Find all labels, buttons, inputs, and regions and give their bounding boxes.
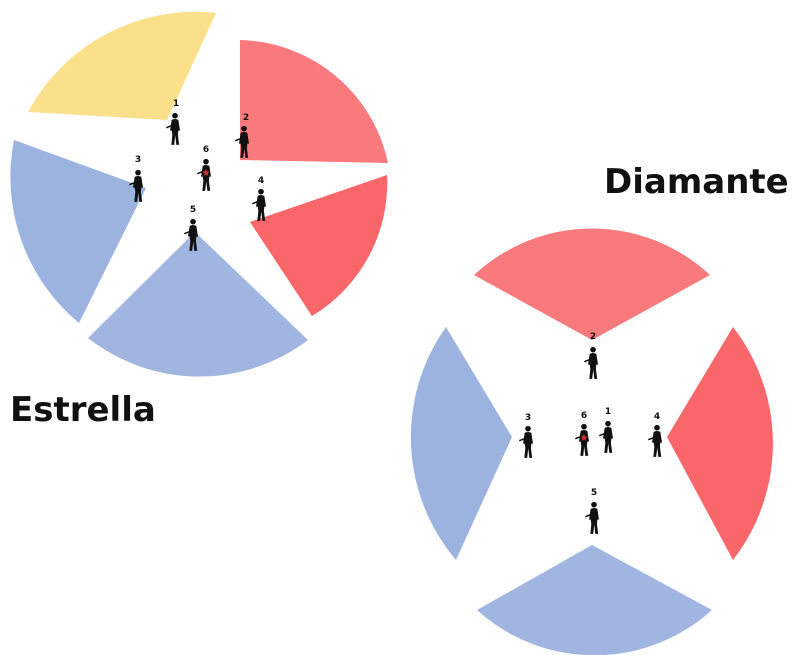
- unit-number: 2: [243, 113, 249, 123]
- unit-number: 5: [591, 488, 597, 498]
- estrella-title: Estrella: [10, 390, 156, 430]
- estrella-soldier-5: 5: [183, 205, 198, 251]
- unit-number: 5: [190, 205, 196, 215]
- estrella-soldier-3: 3: [128, 155, 143, 202]
- unit-number: 4: [258, 176, 264, 186]
- diamante-sector-left: [410, 327, 512, 560]
- estrella-soldier-4: 4: [251, 176, 266, 221]
- diamante-sector-bottom: [477, 545, 712, 655]
- estrella-sector-4: [10, 140, 147, 323]
- unit-number: 6: [581, 411, 587, 421]
- diamante-soldier-6: 6 ★: [574, 411, 589, 456]
- unit-number: 1: [605, 407, 611, 417]
- leader-star-icon: ★: [202, 168, 211, 179]
- diamante-soldier-1: 1: [598, 407, 613, 453]
- leader-star-icon: ★: [580, 433, 589, 444]
- estrella-soldier-2: 2: [234, 113, 249, 158]
- diamante-soldier-3: 3: [518, 413, 533, 458]
- unit-number: 4: [654, 412, 660, 422]
- estrella-sector-1: [28, 11, 216, 121]
- unit-number: 6: [203, 145, 209, 155]
- estrella-soldier-1: 1: [165, 99, 180, 145]
- diamante-soldier-5: 5: [584, 488, 599, 534]
- diamante-soldier-2: 2: [583, 332, 598, 379]
- estrella-sector-3: [250, 175, 388, 316]
- unit-number: 3: [135, 155, 141, 165]
- unit-number: 2: [590, 332, 596, 342]
- unit-number: 1: [173, 99, 179, 109]
- unit-number: 3: [525, 413, 531, 423]
- diamante-sector-right: [667, 327, 773, 560]
- estrella-sector-2: [240, 40, 388, 163]
- diamante-sector-top: [474, 228, 710, 340]
- estrella-soldier-6: 6 ★: [196, 145, 211, 191]
- diamante-soldier-4: 4: [647, 412, 662, 457]
- estrella-sector-5: [88, 232, 308, 377]
- diamante-title: Diamante: [604, 162, 789, 202]
- diamante-formation: 2 3 6 ★ 1 4 5: [410, 228, 773, 655]
- estrella-formation: 1 2 3 4 5 6 ★: [10, 11, 388, 377]
